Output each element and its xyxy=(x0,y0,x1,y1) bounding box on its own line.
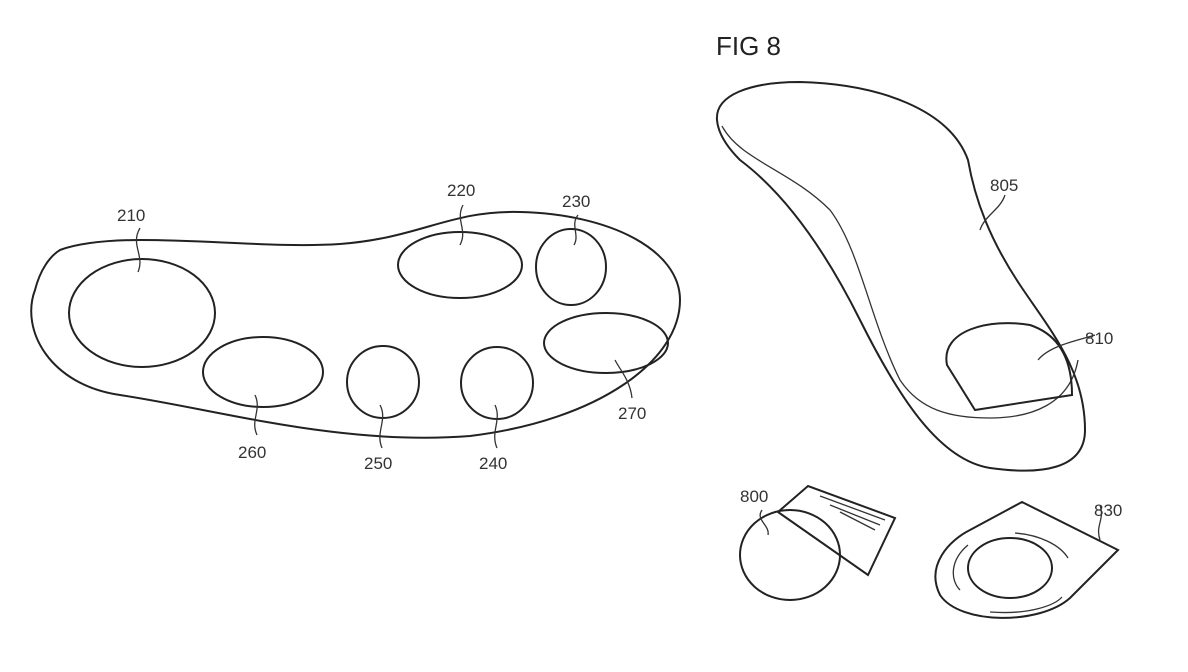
sensor-250 xyxy=(346,345,420,419)
figure-title: FIG 8 xyxy=(716,31,781,61)
sensor-230 xyxy=(535,228,607,306)
leader-lines xyxy=(135,204,633,449)
sensor-220 xyxy=(397,231,523,299)
heel-pad-810 xyxy=(945,322,1074,412)
sensor-module-800: 800 xyxy=(739,484,897,601)
label-240: 240 xyxy=(479,454,507,473)
sensor-270 xyxy=(543,312,669,374)
insole-outline xyxy=(30,210,682,439)
label-830: 830 xyxy=(1094,501,1122,520)
3d-insole: 805 810 xyxy=(715,80,1113,472)
sensor-260 xyxy=(202,336,324,408)
sensor-holder-830: 830 xyxy=(934,500,1122,619)
label-810: 810 xyxy=(1085,329,1113,348)
label-230: 230 xyxy=(562,192,590,211)
sensor-240 xyxy=(460,346,534,420)
label-260: 260 xyxy=(238,443,266,462)
label-800: 800 xyxy=(740,487,768,506)
label-270: 270 xyxy=(618,404,646,423)
flat-insole: 210 220 230 260 250 240 270 xyxy=(30,181,682,473)
label-805: 805 xyxy=(990,176,1018,195)
insole-3d-inner-edge xyxy=(721,125,1079,419)
insole-3d-outline xyxy=(715,80,1087,472)
sensor-210 xyxy=(68,258,216,368)
label-210: 210 xyxy=(117,206,145,225)
label-250: 250 xyxy=(364,454,392,473)
label-220: 220 xyxy=(447,181,475,200)
